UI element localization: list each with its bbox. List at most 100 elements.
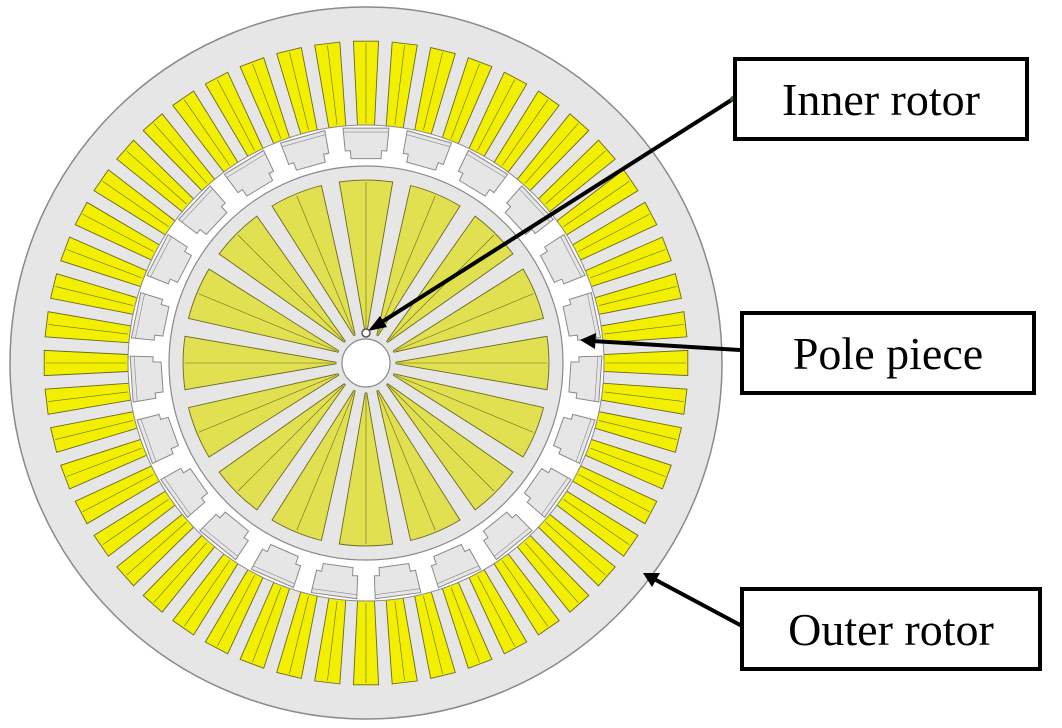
outer-magnet-divider xyxy=(394,601,405,681)
pole-piece-edge xyxy=(281,134,326,148)
pole-piece-edge xyxy=(202,527,238,557)
outer-magnet-divider xyxy=(289,595,309,674)
inner-magnet-divider xyxy=(237,234,344,341)
pole-pieces xyxy=(129,127,603,600)
pole-piece xyxy=(430,543,482,589)
inner-magnet xyxy=(271,389,356,542)
inner-magnet-divider xyxy=(388,385,495,492)
pole-piece-label-box: Pole piece xyxy=(740,311,1036,395)
outer-magnet-divider xyxy=(604,324,684,335)
pole-piece xyxy=(160,467,209,519)
inner-magnet xyxy=(392,373,545,458)
pole-piece xyxy=(177,185,228,236)
pole-piece xyxy=(199,511,250,561)
outer-magnet-divider xyxy=(289,52,309,131)
outer-magnet-divider xyxy=(394,45,405,125)
pole-piece xyxy=(146,233,193,285)
outer-rotor-arrow xyxy=(653,577,743,628)
outer-magnet-divider xyxy=(590,249,666,279)
pole-piece xyxy=(342,127,390,160)
outer-magnet-divider xyxy=(423,595,443,674)
inner-rotor-label-box: Inner rotor xyxy=(733,57,1029,141)
outer-magnet-divider xyxy=(563,499,630,546)
outer-magnet-divider xyxy=(578,474,650,512)
shaft-hole xyxy=(341,338,391,388)
annotation-arrows xyxy=(361,96,743,628)
inner-magnet xyxy=(376,184,461,337)
outer-magnet-divider xyxy=(450,63,480,139)
pole-piece-edge xyxy=(312,588,358,596)
pole-piece xyxy=(568,355,603,403)
inner-magnet-divider xyxy=(377,392,436,531)
inner-magnet-divider xyxy=(296,195,355,334)
outer-magnet-divider xyxy=(55,420,134,440)
inner-rotor-label: Inner rotor xyxy=(782,73,980,125)
outer-magnet-divider xyxy=(66,447,142,477)
pole-piece xyxy=(136,413,180,465)
pole-piece xyxy=(129,355,164,403)
pole-piece xyxy=(402,129,453,171)
inner-magnet-divider xyxy=(395,374,534,433)
pole-piece-edge xyxy=(560,236,582,278)
pole-piece-edge xyxy=(164,477,191,515)
pole-piece xyxy=(552,413,596,465)
outer-magnet-divider xyxy=(450,587,480,663)
outer-magnet-divider xyxy=(327,45,338,125)
outer-magnet-divider xyxy=(217,575,255,647)
outer-magnet-divider xyxy=(102,180,169,227)
outer-magnet-divider xyxy=(126,521,187,576)
outer-magnet-divider xyxy=(578,214,650,252)
pole-piece xyxy=(457,149,509,197)
inner-magnet-divider xyxy=(395,293,534,352)
pole-piece xyxy=(523,467,572,519)
pole-piece-edge xyxy=(374,588,420,596)
machine-cross-section xyxy=(9,6,723,720)
inner-magnet-divider xyxy=(296,392,355,531)
pole-piece-edge xyxy=(594,356,599,402)
inner-magnet-divider xyxy=(237,385,344,492)
outer-magnet-divider xyxy=(502,99,549,166)
outer-rotor-label: Outer rotor xyxy=(788,603,994,655)
pole-piece-edge xyxy=(226,153,266,178)
inner-magnet xyxy=(392,268,545,353)
outer-magnet-divider xyxy=(590,447,666,477)
outer-magnet-divider xyxy=(48,391,128,402)
pole-piece-edge xyxy=(135,293,145,339)
outer-magnet-divider xyxy=(502,560,549,627)
inner-rotor-arrow xyxy=(375,97,735,327)
outer-magnet-divider xyxy=(604,391,684,402)
outer-magnet-divider xyxy=(545,521,606,576)
pole-piece xyxy=(130,292,170,341)
inner-rotor-arrowhead xyxy=(368,316,387,331)
outer-magnet-divider xyxy=(524,542,579,603)
pole-piece xyxy=(539,233,586,285)
pole-piece-edge xyxy=(437,565,479,585)
pole-piece xyxy=(482,511,533,561)
inner-magnet-divider xyxy=(377,195,436,334)
outer-rotor-magnets xyxy=(43,40,689,686)
inner-magnet xyxy=(376,389,461,542)
pole-piece-label: Pole piece xyxy=(792,327,984,379)
pole-piece xyxy=(223,149,275,197)
outer-rotor-arrowhead xyxy=(643,573,660,587)
outer-magnet-divider xyxy=(524,123,579,184)
pole-piece-edge xyxy=(133,356,138,402)
outer-magnet-divider xyxy=(102,499,169,546)
outer-magnet-divider xyxy=(153,542,208,603)
outer-magnet-divider xyxy=(217,79,255,151)
inner-magnet xyxy=(187,268,340,353)
outer-magnet-divider xyxy=(55,286,134,306)
outer-magnet-divider xyxy=(423,52,443,131)
outer-magnet-divider xyxy=(598,286,677,306)
outer-magnet-divider xyxy=(563,180,630,227)
outer-magnet-divider xyxy=(126,150,187,205)
outer-rotor-label-box: Outer rotor xyxy=(740,587,1042,671)
outer-magnet-divider xyxy=(66,249,142,279)
inner-magnet-divider xyxy=(198,374,337,433)
inner-magnet-divider xyxy=(388,234,495,341)
pole-piece xyxy=(562,292,602,341)
outer-magnet-divider xyxy=(477,79,515,151)
inner-magnet xyxy=(271,184,356,337)
inner-magnet-divider xyxy=(198,293,337,352)
